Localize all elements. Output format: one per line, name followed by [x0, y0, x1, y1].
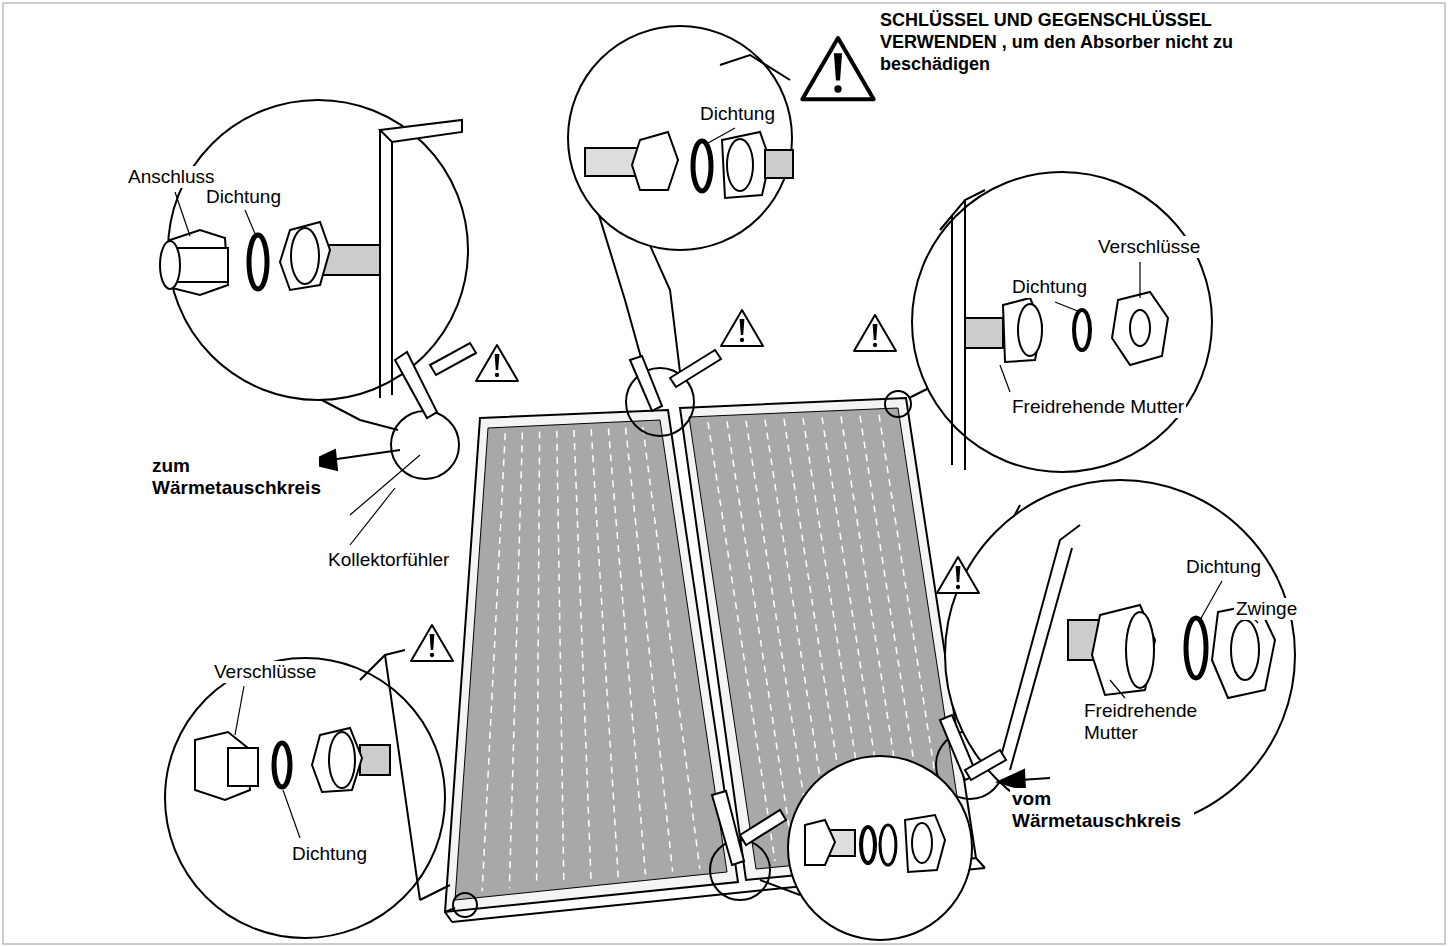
part-label: SCHLÜSSEL UND GEGENSCHLÜSSEL VERWENDEN ,…: [878, 9, 1332, 75]
warning-symbols: [411, 38, 979, 661]
part-label: Freidrehende Mutter: [1010, 396, 1186, 418]
magnified-circles: [165, 26, 1295, 940]
flow-arrows: [308, 450, 1050, 790]
fitting-topleft: [160, 120, 462, 398]
part-label: vom Wärmetauschkreis: [1010, 788, 1194, 832]
part-label: Anschluss: [126, 166, 217, 188]
part-label: Kollektorfühler: [326, 549, 451, 571]
fitting-bottomcenter: [805, 815, 945, 872]
part-label: zum Wärmetauschkreis: [150, 455, 319, 499]
part-label: Dichtung: [290, 843, 369, 865]
fitting-rightbottom: [1000, 525, 1275, 770]
fitting-righttop: [940, 190, 1168, 470]
part-label: Dichtung: [204, 186, 283, 208]
part-label: Zwinge: [1234, 598, 1299, 620]
part-label: Dichtung: [698, 103, 777, 125]
fitting-topcenter: [585, 55, 793, 198]
part-label: Freidrehende Mutter: [1082, 700, 1211, 744]
wrenches: [395, 343, 1006, 865]
leader-lines: [175, 128, 1258, 838]
frame-border: [3, 3, 1445, 944]
part-label: Verschlüsse: [1096, 236, 1202, 258]
fitting-bottomleft: [195, 650, 450, 900]
part-label: Dichtung: [1184, 556, 1263, 578]
part-label: Dichtung: [1010, 276, 1089, 298]
part-label: Verschlüsse: [212, 661, 318, 683]
detail-markers: [391, 368, 1004, 917]
